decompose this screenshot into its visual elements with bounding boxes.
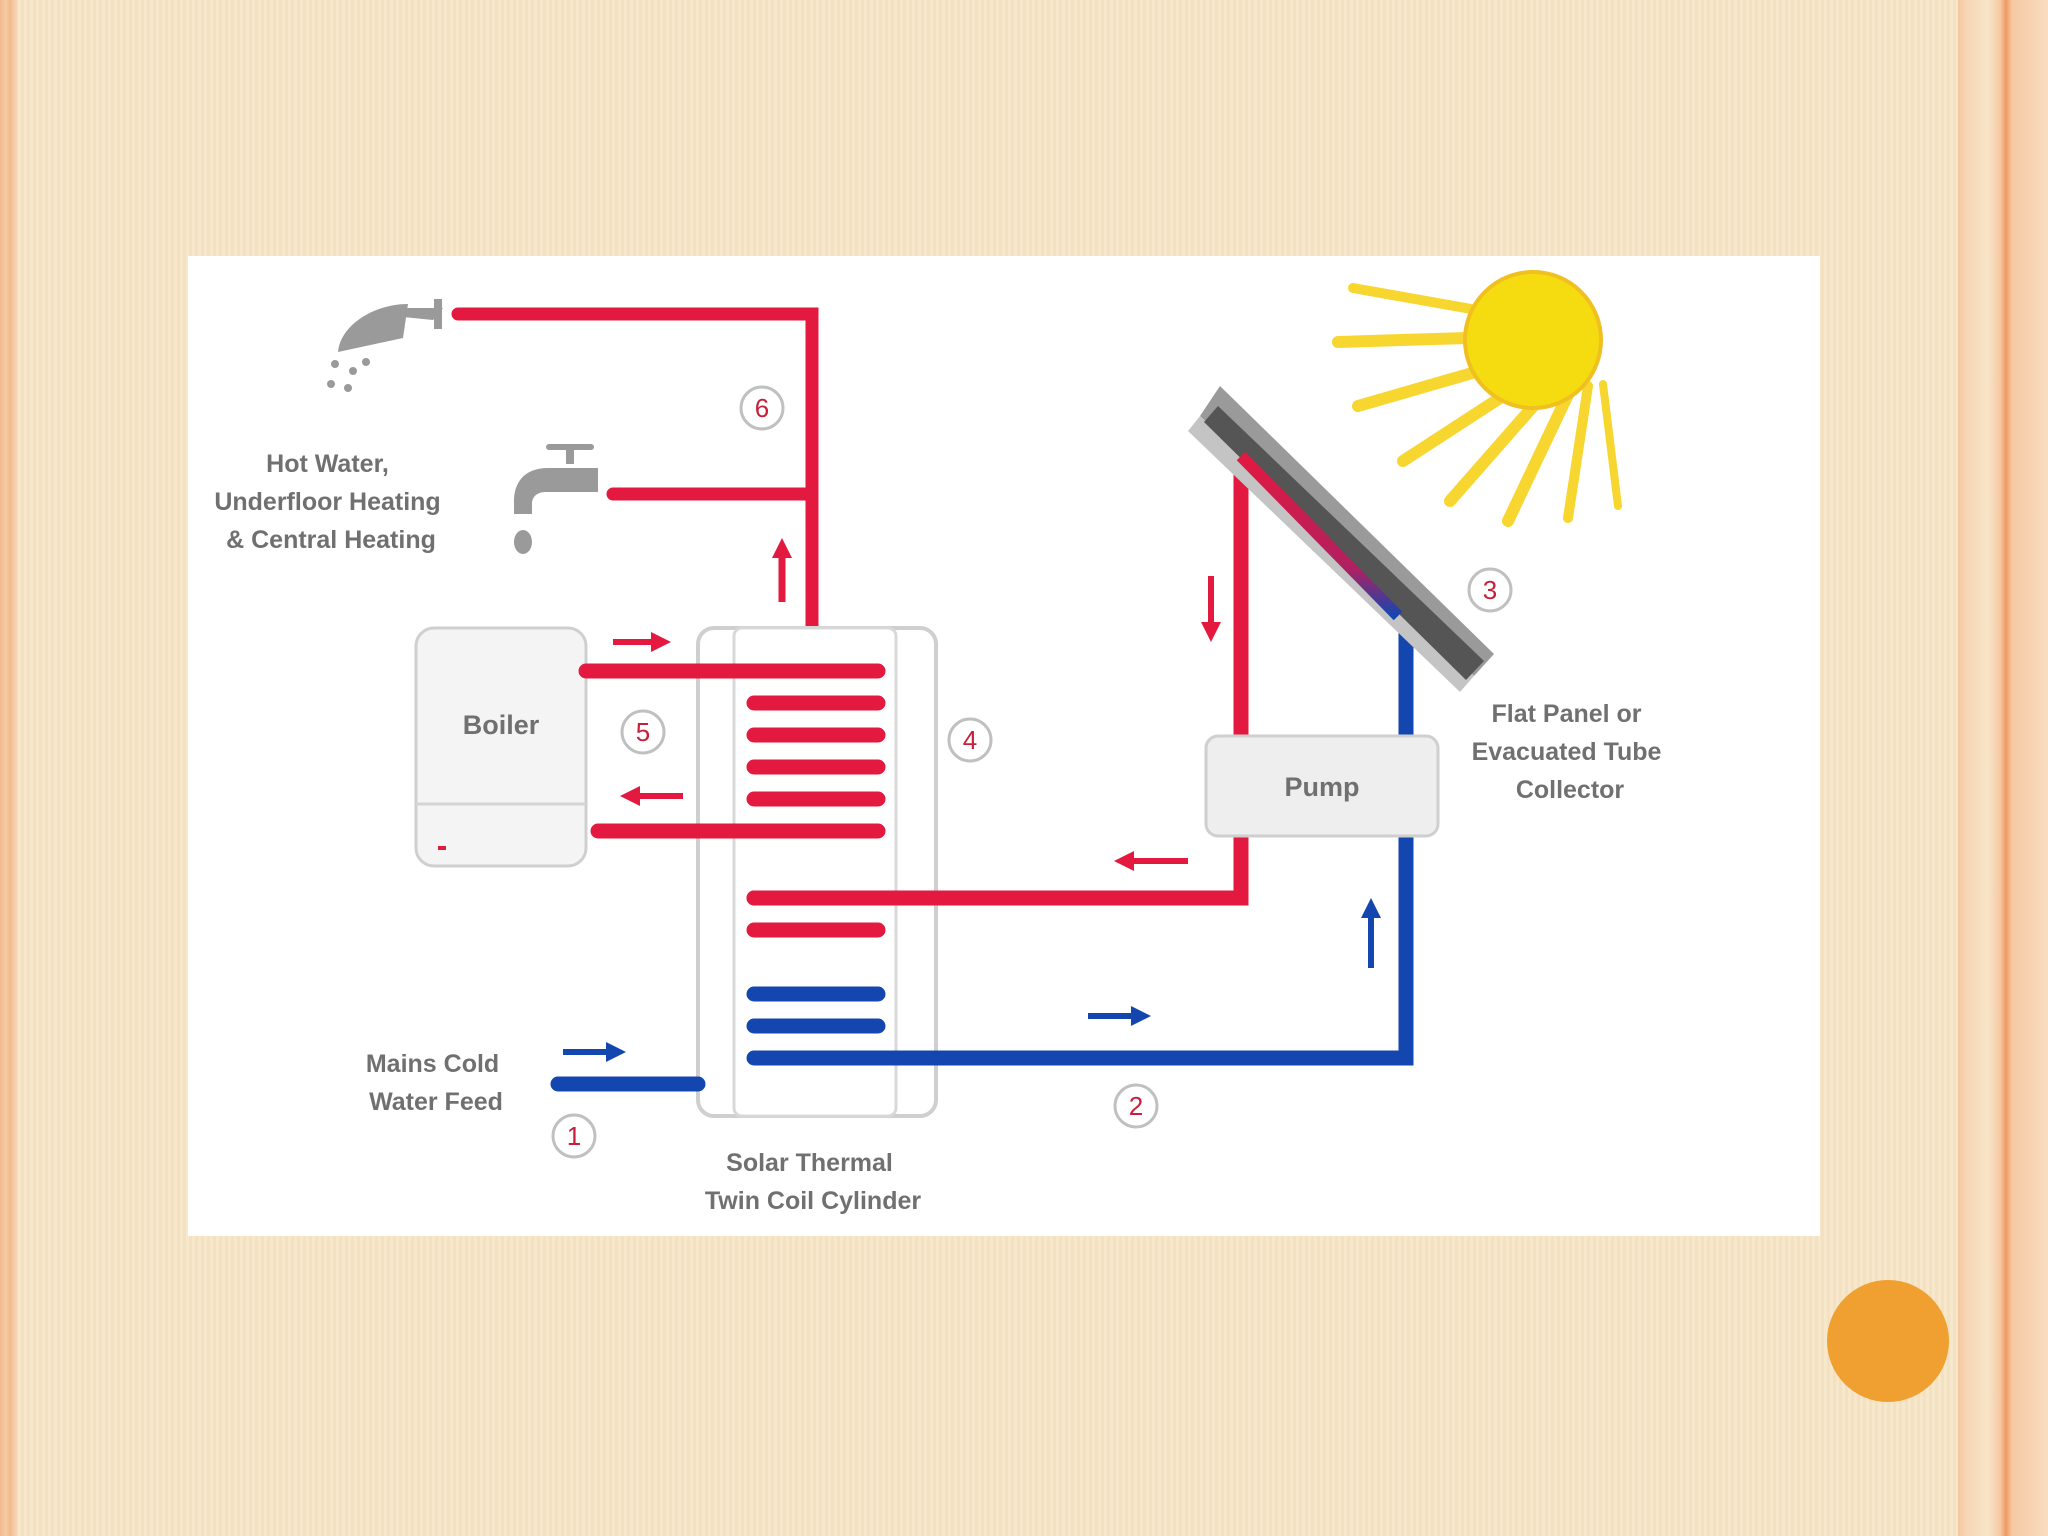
solar-cold-flow-arrow-up xyxy=(1361,898,1381,968)
hot-water-label-line-1: Hot Water, xyxy=(266,450,389,478)
mains-flow-arrow-right xyxy=(563,1042,626,1062)
svg-text:5: 5 xyxy=(636,717,650,747)
solar-cold-flow-arrow-right xyxy=(1088,1006,1151,1026)
svg-text:2: 2 xyxy=(1129,1091,1143,1121)
sun-icon xyxy=(1332,270,1622,527)
svg-text:1: 1 xyxy=(567,1121,581,1151)
cylinder-label-line-2: Twin Coil Cylinder xyxy=(705,1187,921,1215)
hot-water-label-line-2: Underfloor Heating xyxy=(214,488,440,516)
mains-label-line-1: Mains Cold xyxy=(366,1050,499,1078)
slide-right-border xyxy=(1958,0,2048,1536)
step-number-2: 2 xyxy=(1113,1083,1159,1129)
collector-label-line-2: Evacuated Tube xyxy=(1472,738,1662,766)
shower-icon xyxy=(327,299,443,392)
solar-heating-diagram: Hot Water, Underfloor Heating & Central … xyxy=(188,256,1820,1236)
solar-cold-pipe xyxy=(746,618,1414,1066)
slide-left-border xyxy=(0,0,18,1536)
pump-label: Pump xyxy=(1284,772,1359,802)
pump: Pump xyxy=(1204,734,1440,838)
step-number-4: 4 xyxy=(947,717,993,763)
boiler: Boiler xyxy=(414,626,588,868)
collector-label-line-3: Collector xyxy=(1516,776,1625,804)
svg-text:Solar Thermal Twin Coil Cy: Solar Thermal Twin Coil Cylinder xyxy=(705,1149,921,1215)
svg-text:Mains Cold Water Feed: Mains Cold Water Feed xyxy=(366,1050,506,1116)
boiler-coil xyxy=(578,663,886,839)
boiler-flow-arrow-left xyxy=(620,786,683,806)
collector-label-line-1: Flat Panel or xyxy=(1492,700,1642,728)
boiler-flow-arrow-right xyxy=(613,632,671,652)
solar-flow-arrow-left xyxy=(1114,851,1188,871)
decorative-orange-circle xyxy=(1827,1280,1949,1402)
mains-label-line-2: Water Feed xyxy=(369,1088,503,1116)
step-number-5: 5 xyxy=(620,709,666,755)
svg-text:6: 6 xyxy=(755,393,769,423)
boiler-label: Boiler xyxy=(463,710,540,740)
svg-text:3: 3 xyxy=(1483,575,1497,605)
cylinder-label-line-1: Solar Thermal xyxy=(726,1149,893,1177)
hot-water-outlet-pipe xyxy=(451,307,819,638)
solar-collector-panel xyxy=(1188,386,1494,692)
svg-text:4: 4 xyxy=(963,725,977,755)
step-number-1: 1 xyxy=(551,1113,597,1159)
step-number-3: 3 xyxy=(1467,567,1513,613)
svg-text:Hot Water, Underfloor Heat: Hot Water, Underfloor Heating & Central … xyxy=(214,450,447,554)
svg-text:Flat Panel or Evacuated Tu: Flat Panel or Evacuated Tube Collector xyxy=(1472,700,1669,804)
solar-flow-arrow-down xyxy=(1201,576,1221,642)
step-number-6: 6 xyxy=(739,385,785,431)
tap-icon xyxy=(514,444,598,554)
flow-arrow-up xyxy=(772,538,792,602)
hot-water-label-line-3: & Central Heating xyxy=(226,526,436,554)
